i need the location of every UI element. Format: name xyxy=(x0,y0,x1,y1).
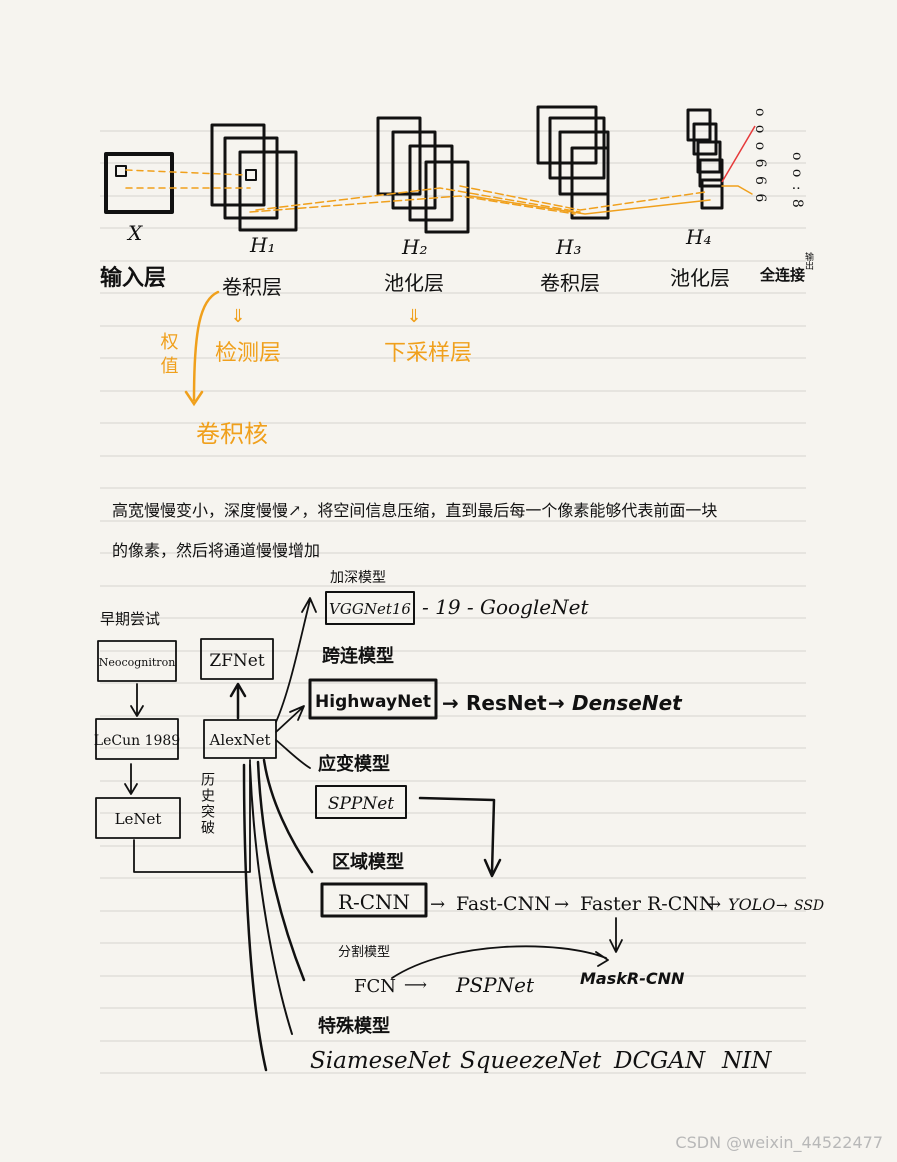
svg-text:→: → xyxy=(706,894,721,915)
item-dcgan: DCGAN xyxy=(613,1048,706,1074)
label-seg-models: 分割模型 xyxy=(338,944,390,960)
label-conv2: 卷积层 xyxy=(540,271,600,295)
h1-feature-maps xyxy=(210,123,298,232)
node-vggnet: VGGNet16 xyxy=(329,600,411,618)
item-squeezenet: SqueezeNet xyxy=(460,1048,602,1074)
svg-text:→: → xyxy=(554,894,569,915)
h1-symbol: H₁ xyxy=(249,233,275,257)
cnn-sketch: o o o 6 6 6 o o : 8 X H₁ H₂ H₃ H₄ 输入层 卷积… xyxy=(100,105,814,448)
label-adaptive-models: 应变模型 xyxy=(318,753,390,775)
chain-yolo: YOLO xyxy=(728,895,775,914)
csdn-watermark: CSDN @weixin_44522477 xyxy=(675,1133,883,1152)
chain-deep: - 19 - GoogleNet xyxy=(422,595,589,619)
chain-fast-cnn: Fast-CNN xyxy=(456,893,551,915)
svg-text:→: → xyxy=(548,691,565,715)
label-deep-models: 加深模型 xyxy=(330,570,386,586)
label-breakthrough: 历史突破 xyxy=(199,772,215,836)
h3-symbol: H₃ xyxy=(555,235,581,259)
h2-symbol: H₂ xyxy=(401,235,427,259)
svg-text:→: → xyxy=(776,898,788,914)
note-line-1: 高宽慢慢变小，深度慢慢↗，将空间信息压缩，直到最后每一个像素能够代表前面一块 xyxy=(112,501,717,520)
label-pool1: 池化层 xyxy=(384,271,444,295)
receptive-field-lines xyxy=(125,125,756,215)
label-skip-models: 跨连模型 xyxy=(322,645,394,667)
output-nodes-right: o o : 8 xyxy=(789,152,805,210)
label-conv1: 卷积层 xyxy=(222,275,282,299)
chain-ssd: SSD xyxy=(794,898,824,914)
node-fcn: FCN xyxy=(354,976,396,997)
input-layer-square xyxy=(104,152,174,214)
node-sppnet: SPPNet xyxy=(328,794,394,814)
node-zfnet: ZFNet xyxy=(209,651,265,671)
note-line-2: 的像素，然后将通道慢慢增加 xyxy=(112,541,320,560)
chain-resnet: ResNet xyxy=(466,691,547,715)
node-alexnet: AlexNet xyxy=(209,731,271,749)
label-detection-layer: 检测层 xyxy=(215,341,281,366)
label-output: 输出 xyxy=(803,251,814,271)
node-highwaynet: HighwayNet xyxy=(315,692,431,712)
history-diagram: 早期尝试 Neocognitron LeCun 1989 LeNet ZFNet… xyxy=(94,570,824,1074)
label-kernel: 卷积核 xyxy=(196,420,268,448)
label-region-models: 区域模型 xyxy=(332,851,404,873)
label-input-layer: 输入层 xyxy=(100,265,166,291)
svg-text:⇓: ⇓ xyxy=(406,306,421,327)
label-special-models: 特殊模型 xyxy=(318,1015,390,1037)
item-nin: NIN xyxy=(721,1048,772,1074)
output-nodes-left: o o o 6 6 6 xyxy=(752,108,768,204)
h4-symbol: H₄ xyxy=(685,225,711,249)
svg-text:⟶: ⟶ xyxy=(404,975,427,994)
input-symbol: X xyxy=(126,221,143,245)
chain-densenet: DenseNet xyxy=(572,691,683,715)
label-early-attempts: 早期尝试 xyxy=(100,610,160,628)
svg-text:⇓: ⇓ xyxy=(230,306,245,327)
h2-feature-maps xyxy=(376,116,470,234)
node-lecun-1989: LeCun 1989 xyxy=(94,733,180,749)
node-pspnet: PSPNet xyxy=(455,973,535,997)
h3-feature-maps xyxy=(536,105,610,220)
label-weight: 权值 xyxy=(158,332,179,380)
chain-faster-rcnn: Faster R-CNN xyxy=(580,893,716,915)
label-downsample-layer: 下采样层 xyxy=(384,341,472,366)
node-mask-rcnn: MaskR-CNN xyxy=(580,969,685,988)
svg-text:→: → xyxy=(442,691,459,715)
svg-text:→: → xyxy=(430,894,445,915)
node-neocognitron: Neocognitron xyxy=(99,656,176,669)
h4-feature-maps xyxy=(686,108,724,210)
item-siamesenet: SiameseNet xyxy=(310,1048,451,1074)
label-pool2: 池化层 xyxy=(670,266,730,290)
label-fc: 全连接 xyxy=(759,266,805,284)
node-rcnn: R-CNN xyxy=(338,890,410,914)
node-lenet: LeNet xyxy=(115,810,162,828)
